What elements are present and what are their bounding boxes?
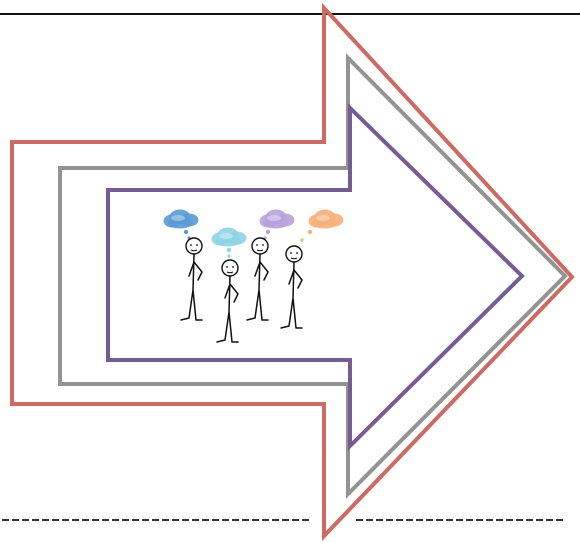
outer-arrow: [10, 2, 575, 541]
stick-figure-head: [185, 237, 203, 255]
thought-dot: [183, 229, 189, 235]
person-2-figure: [211, 227, 247, 343]
thought-dot: [307, 229, 313, 235]
stick-figure-body: [216, 275, 239, 343]
stick-figure-body: [280, 261, 303, 329]
thought-bubble-icon: [211, 227, 247, 258]
thought-bubble-icon: [300, 209, 344, 242]
thought-bubble-icon: [163, 209, 199, 240]
person-4-figure: [280, 209, 344, 329]
person-3-figure: [246, 209, 295, 321]
stick-figure-body: [180, 253, 203, 321]
person-1-figure: [163, 209, 203, 321]
people-group: [163, 209, 344, 343]
stick-figure-head: [251, 237, 269, 255]
thought-dot: [227, 254, 231, 258]
thought-bubble-icon: [259, 209, 295, 240]
thought-dot: [265, 229, 271, 235]
stick-figure-head: [285, 245, 303, 263]
stick-figure-body: [246, 253, 269, 321]
inner-arrow: [106, 103, 525, 451]
thought-dot: [226, 247, 232, 253]
thought-dot: [300, 238, 304, 242]
middle-arrow: [58, 53, 568, 499]
stick-figure-head: [221, 259, 239, 277]
